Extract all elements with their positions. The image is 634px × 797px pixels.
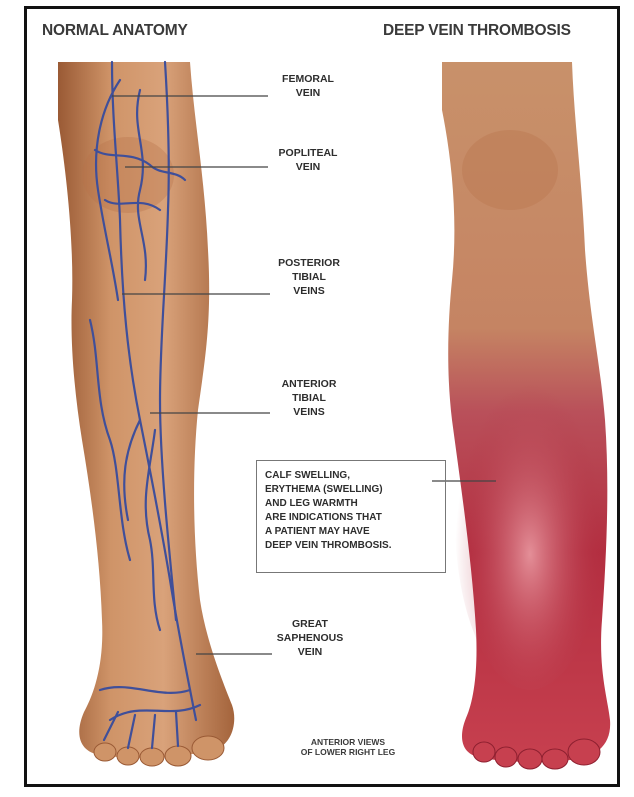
swelling-highlight (455, 350, 605, 690)
figure-caption: ANTERIOR VIEWS OF LOWER RIGHT LEG (268, 737, 428, 757)
label-anterior-tibial-veins: ANTERIOR TIBIAL VEINS (266, 377, 352, 419)
dvt-leg (442, 62, 610, 769)
heading-normal-anatomy: NORMAL ANATOMY (42, 22, 188, 40)
heading-deep-vein-thrombosis: DEEP VEIN THROMBOSIS (383, 22, 571, 40)
dvt-callout-box: CALF SWELLING, ERYTHEMA (SWELLING) AND L… (256, 460, 446, 573)
label-popliteal-vein: POPLITEAL VEIN (264, 146, 352, 174)
label-posterior-tibial-veins: POSTERIOR TIBIAL VEINS (264, 256, 354, 298)
label-great-saphenous-vein: GREAT SAPHENOUS VEIN (264, 617, 356, 659)
label-femoral-vein: FEMORAL VEIN (268, 72, 348, 100)
dvt-knee-shading (462, 130, 558, 210)
